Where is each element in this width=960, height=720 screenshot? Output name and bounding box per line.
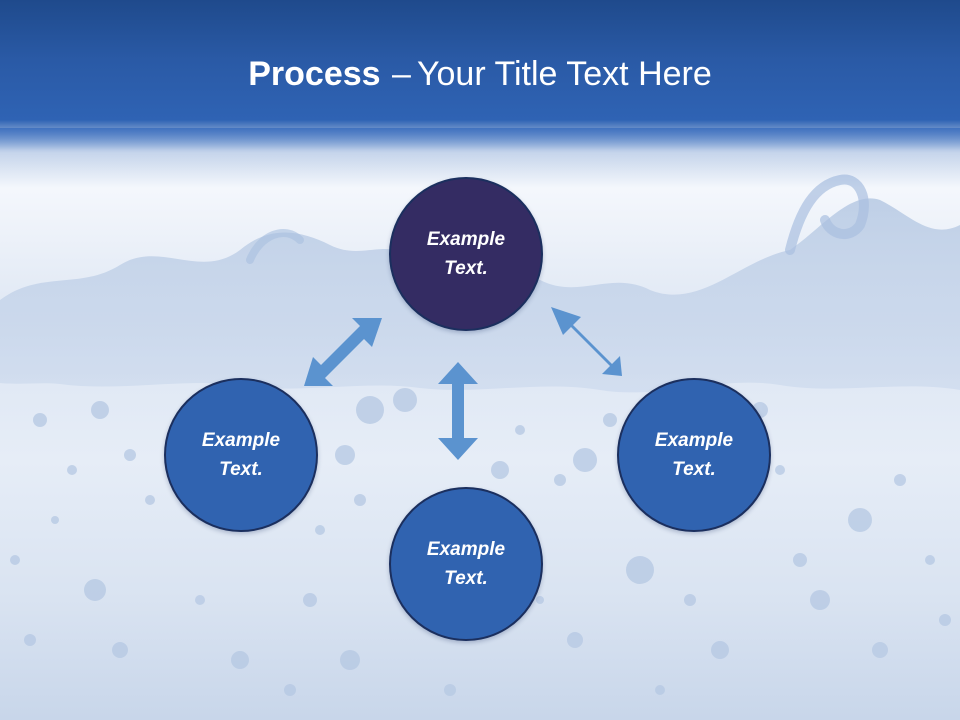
arrow-top-left <box>304 318 382 386</box>
node-label-right: Example Text. <box>654 430 734 480</box>
arrow-top-right <box>551 307 622 376</box>
process-node-left: Example Text. <box>164 378 318 532</box>
process-node-top: Example Text. <box>389 177 543 331</box>
process-node-bottom: Example Text. <box>389 487 543 641</box>
title-bold: Process <box>248 55 381 93</box>
title-dash: – <box>392 55 411 93</box>
title-text: Your Title Text Here <box>416 55 712 93</box>
node-label-bottom: Example Text. <box>426 539 506 589</box>
process-node-right: Example Text. <box>617 378 771 532</box>
node-label-top: Example Text. <box>426 229 506 279</box>
arrow-vertical <box>438 362 478 460</box>
node-label-left: Example Text. <box>201 430 281 480</box>
slide-title: Process –Your Title Text Here <box>0 52 960 96</box>
bubbles <box>10 388 951 696</box>
